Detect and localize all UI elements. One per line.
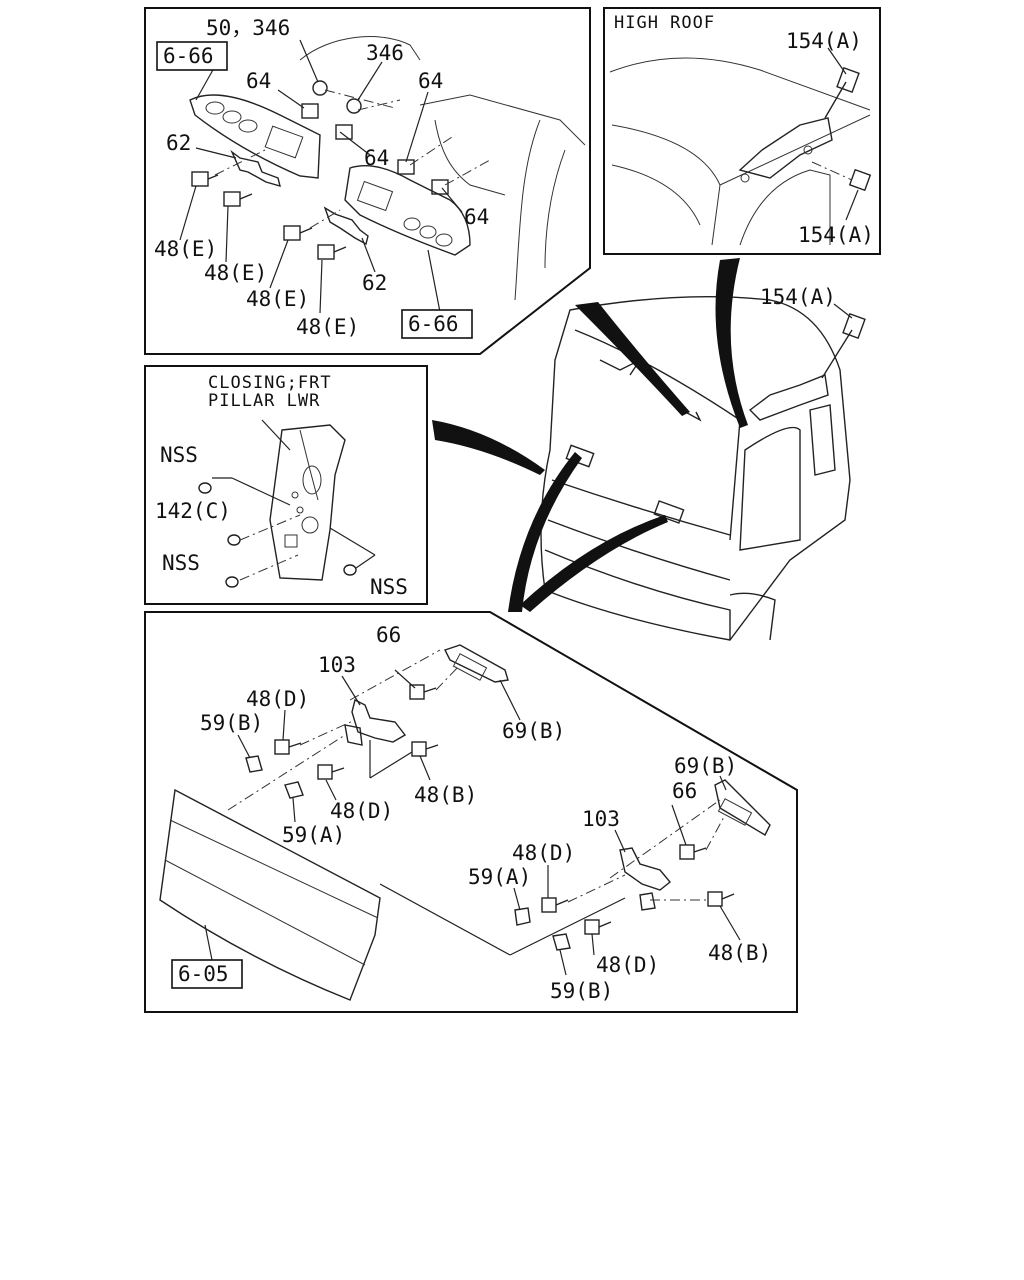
label-48d-a: 48(D) <box>246 687 309 711</box>
label-48e-c: 48(E) <box>246 287 309 311</box>
label-50-346: 50，346 <box>206 16 290 40</box>
ref-box-6-66-b <box>401 309 473 339</box>
label-64-c: 64 <box>364 146 389 170</box>
label-nss-3: NSS <box>370 575 408 599</box>
label-154a-main: 154(A) <box>760 285 836 309</box>
label-nss-1: NSS <box>160 443 198 467</box>
label-69b-b: 69(B) <box>674 754 737 778</box>
label-66-b: 66 <box>672 779 697 803</box>
label-48d-c: 48(D) <box>512 841 575 865</box>
high-roof-title: HIGH ROOF <box>614 13 715 33</box>
ref-box-6-66-a <box>156 41 228 71</box>
label-48d-b: 48(D) <box>330 799 393 823</box>
label-64-a: 64 <box>246 69 271 93</box>
label-48e-a: 48(E) <box>154 237 217 261</box>
label-103-b: 103 <box>582 807 620 831</box>
label-59a-a: 59(A) <box>282 823 345 847</box>
label-154a-hr1: 154(A) <box>786 29 862 53</box>
label-69b-a: 69(B) <box>502 719 565 743</box>
label-64-d: 64 <box>464 205 489 229</box>
panel-high-roof: HIGH ROOF 154(A) 154(A) <box>603 7 881 255</box>
closing-title-2: PILLAR LWR <box>208 391 320 411</box>
ref-6-66-b: 6-66 <box>408 312 459 336</box>
label-nss-2: NSS <box>162 551 200 575</box>
label-62-b: 62 <box>362 271 387 295</box>
ref-box-6-05 <box>171 959 243 989</box>
label-48d-d: 48(D) <box>596 953 659 977</box>
label-59b-b: 59(B) <box>550 979 613 1003</box>
closing-title-1: CLOSING;FRT <box>208 373 332 393</box>
label-154a-hr2: 154(A) <box>798 223 874 247</box>
label-103-a: 103 <box>318 653 356 677</box>
label-64-b: 64 <box>418 69 443 93</box>
panel-bottom: 66 103 48(D) 59(B) 69(B) 48(D) 48(B) 59(… <box>144 611 798 1013</box>
label-48b-a: 48(B) <box>414 783 477 807</box>
label-346: 346 <box>366 41 404 65</box>
label-48b-b: 48(B) <box>708 941 771 965</box>
label-66-a: 66 <box>376 623 401 647</box>
ref-6-66-a: 6-66 <box>163 44 214 68</box>
label-142c: 142(C) <box>155 499 231 523</box>
label-59b-a: 59(B) <box>200 711 263 735</box>
label-48e-d: 48(E) <box>296 315 359 339</box>
vehicle-rear-view: 154(A) <box>432 258 866 641</box>
ref-6-05: 6-05 <box>178 962 229 986</box>
label-59a-b: 59(A) <box>468 865 531 889</box>
panel-closing: CLOSING;FRT PILLAR LWR NSS 142(C) NSS NS… <box>144 365 428 605</box>
label-48e-b: 48(E) <box>204 261 267 285</box>
panel-top-left: 50，346 346 64 64 62 64 64 48(E) 48(E) 48… <box>144 7 591 355</box>
label-62-a: 62 <box>166 131 191 155</box>
